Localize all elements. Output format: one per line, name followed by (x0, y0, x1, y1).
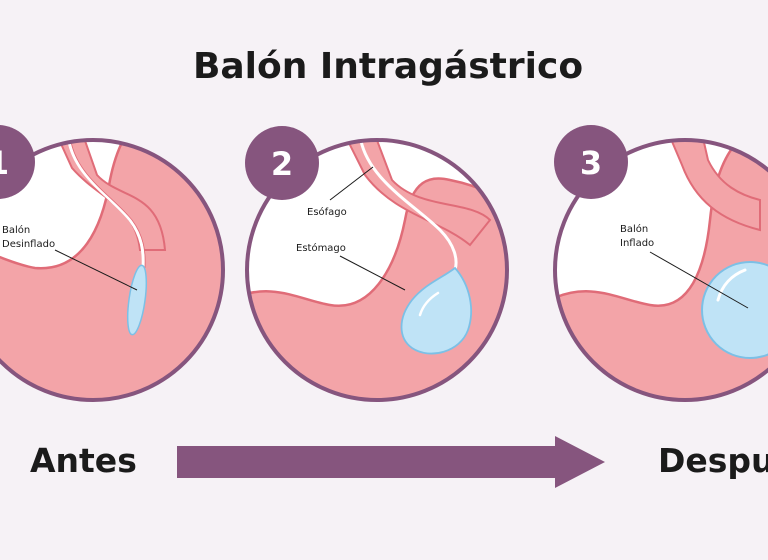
step-3-badge: 3 (554, 125, 628, 199)
label-estomago: Estómago (296, 242, 346, 254)
label-balon-inflado-2: Inflado (620, 238, 654, 249)
label-desinflado: Desinflado (2, 239, 55, 250)
step-2-badge: 2 (245, 126, 319, 200)
progress-arrow (177, 436, 605, 488)
step-3-panel: Balón Inflado (553, 138, 768, 402)
stomach-illustration-2 (247, 140, 507, 400)
label-balon: Balón (2, 224, 30, 236)
label-esofago: Esófago (307, 206, 347, 218)
page-title: Balón Intragástrico (193, 46, 583, 87)
step-2-panel: Esófago Estómago (245, 138, 509, 402)
step-1-number: 1 (0, 144, 9, 182)
deflated-balloon (126, 264, 148, 336)
step-3-number: 3 (580, 144, 602, 182)
after-label: Después (658, 441, 768, 480)
before-label: Antes (30, 441, 137, 480)
step-2-number: 2 (271, 145, 293, 183)
step-1-badge: 1 (0, 125, 35, 199)
balloon-filling (400, 266, 472, 355)
stomach-illustration-3 (555, 140, 768, 400)
label-balon-inflado-1: Balón (620, 223, 648, 235)
